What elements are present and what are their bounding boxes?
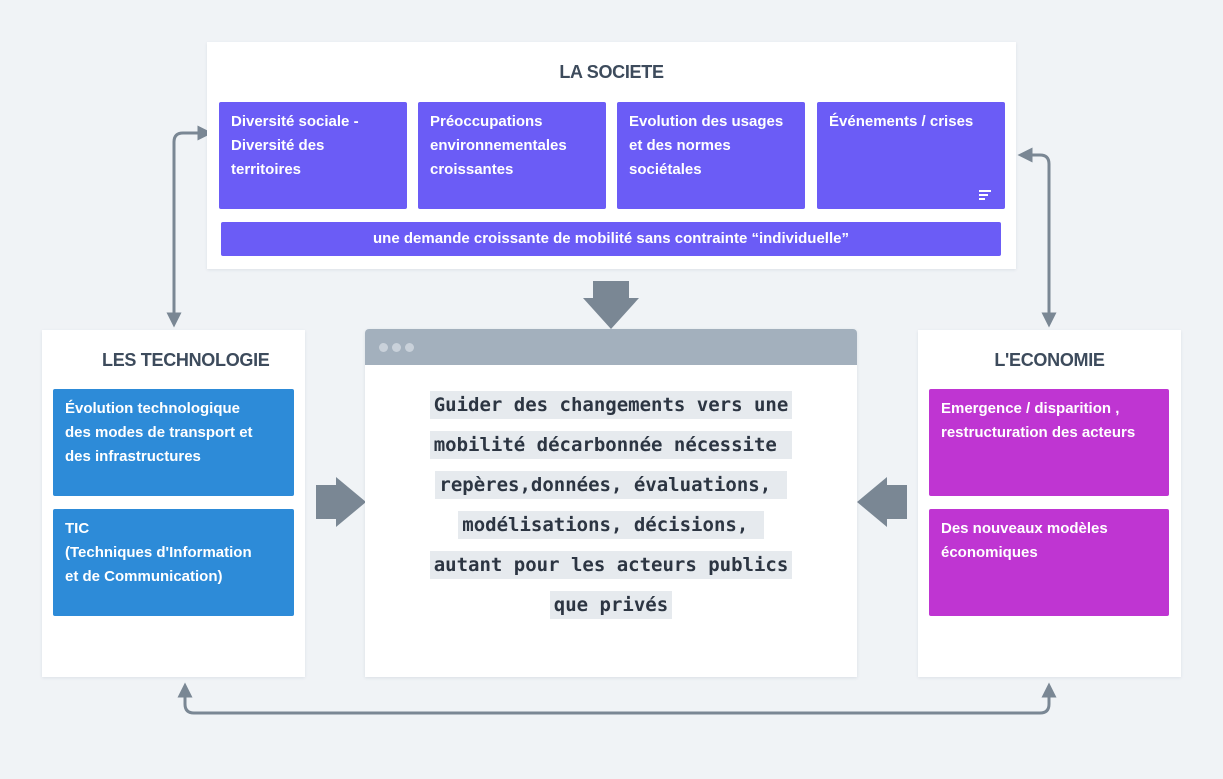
center-line: modélisations, décisions, <box>458 511 764 539</box>
center-line: que privés <box>549 591 673 619</box>
economie-card-emergence: Emergence / disparition , restructuratio… <box>929 389 1169 496</box>
economie-title: L'ECONOMIE <box>994 350 1105 370</box>
window-title-bar <box>365 329 857 365</box>
window-dot-icon <box>405 343 414 352</box>
societe-card-crises: Événements / crises <box>817 102 1005 209</box>
right-double-arrow <box>1017 147 1057 328</box>
societe-card-preoccupations: Préoccupations environnementales croissa… <box>418 102 606 209</box>
center-window: Guider des changements vers une mobilité… <box>365 329 857 677</box>
bottom-double-arrow <box>177 682 1057 715</box>
societe-card-usages: Evolution des usages et des normes socié… <box>617 102 805 209</box>
technologie-panel: LES TECHNOLOGIE Évolution technologique … <box>42 330 305 677</box>
economie-panel: L'ECONOMIE Emergence / disparition , res… <box>918 330 1181 677</box>
window-dot-icon <box>379 343 388 352</box>
technologie-card-evolution: Évolution technologique des modes de tra… <box>53 389 294 496</box>
down-block-arrow <box>583 281 639 329</box>
technologie-card-tic: TIC (Techniques d'Information et de Comm… <box>53 509 294 616</box>
right-block-arrow <box>316 477 366 527</box>
center-message: Guider des changements vers une mobilité… <box>365 391 857 631</box>
center-line: repères,données, évaluations, <box>435 471 787 499</box>
technologie-title: LES TECHNOLOGIE <box>102 350 270 370</box>
center-line: autant pour les acteurs publics <box>429 551 793 579</box>
societe-card-diversite: Diversité sociale - Diversité des territ… <box>219 102 407 209</box>
center-line: mobilité décarbonnée nécessite <box>429 431 793 459</box>
societe-title: LA SOCIETE <box>559 62 664 82</box>
societe-demand-bar: une demande croissante de mobilité sans … <box>221 222 1001 256</box>
societe-panel: LA SOCIETE Diversité sociale - Diversité… <box>207 42 1016 269</box>
left-block-arrow <box>857 477 907 527</box>
center-line: Guider des changements vers une <box>429 391 793 419</box>
left-double-arrow <box>166 125 213 328</box>
menu-lines-icon[interactable] <box>979 190 991 200</box>
window-dot-icon <box>392 343 401 352</box>
economie-card-modeles: Des nouveaux modèles économiques <box>929 509 1169 616</box>
